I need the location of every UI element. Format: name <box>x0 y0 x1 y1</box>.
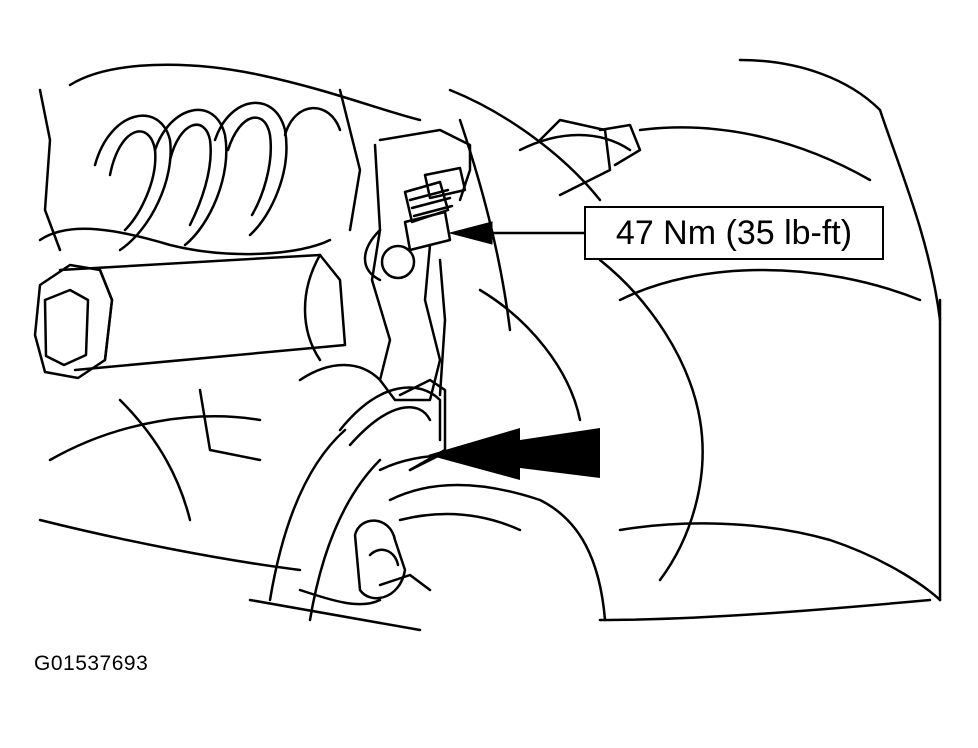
torque-callout: 47 Nm (35 lb-ft) <box>584 206 884 260</box>
housing-right <box>38 58 942 622</box>
engine-block <box>38 63 422 256</box>
axle-shaft <box>33 253 347 380</box>
hoses <box>248 378 607 632</box>
torque-label: 47 Nm (35 lb-ft) <box>615 213 853 252</box>
hose-clip <box>353 519 432 600</box>
indicator-arrow <box>428 428 600 480</box>
mounting-bracket <box>363 128 472 402</box>
torque-leader-arrow <box>448 221 584 245</box>
figure-id: G01537693 <box>34 652 149 675</box>
